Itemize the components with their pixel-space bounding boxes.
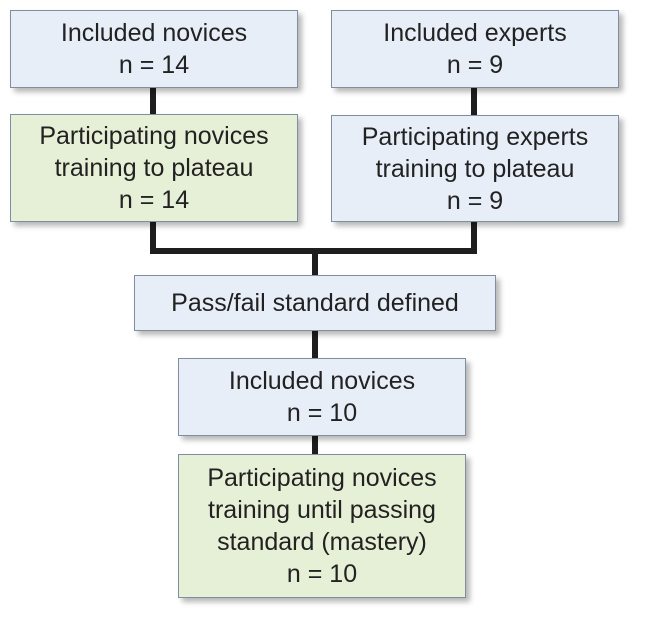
participating-novices-plateau-line2: training to plateau xyxy=(54,154,254,182)
connector-experts-to-plateau xyxy=(471,88,477,115)
connector-passfail-to-included xyxy=(312,331,318,358)
connector-novices-plateau-down xyxy=(150,222,156,254)
connector-novices-to-plateau xyxy=(150,88,156,114)
included-experts-count: n = 9 xyxy=(446,51,504,79)
included-novices-second-title: Included novices xyxy=(228,367,416,395)
participating-novices-plateau-count: n = 14 xyxy=(118,186,190,214)
participating-experts-plateau-line2: training to plateau xyxy=(375,154,575,183)
included-novices-box: Included novices n = 14 xyxy=(10,10,298,88)
included-novices-second-box: Included novices n = 10 xyxy=(178,358,466,436)
participating-novices-mastery-line3: standard (mastery) xyxy=(217,528,427,556)
connector-included-to-mastery xyxy=(312,436,318,454)
participating-experts-plateau-count: n = 9 xyxy=(446,186,504,215)
pass-fail-standard-title: Pass/fail standard defined xyxy=(171,289,459,317)
connector-experts-plateau-down xyxy=(471,222,477,254)
participating-experts-plateau-box: Participating experts training to platea… xyxy=(331,115,619,222)
participating-novices-mastery-line2: training until passing xyxy=(208,496,436,524)
included-novices-second-count: n = 10 xyxy=(286,399,358,427)
connector-merge-to-passfail xyxy=(312,248,318,275)
included-novices-count: n = 14 xyxy=(118,51,190,79)
included-experts-box: Included experts n = 9 xyxy=(331,10,619,88)
participating-novices-plateau-box: Participating novices training to platea… xyxy=(10,114,298,222)
participating-novices-mastery-line1: Participating novices xyxy=(207,464,437,492)
participating-experts-plateau-line1: Participating experts xyxy=(361,122,589,151)
participating-novices-plateau-line1: Participating novices xyxy=(39,122,269,150)
pass-fail-standard-box: Pass/fail standard defined xyxy=(134,275,496,331)
included-experts-title: Included experts xyxy=(383,19,567,47)
included-novices-title: Included novices xyxy=(60,19,248,47)
participating-novices-mastery-count: n = 10 xyxy=(286,560,358,588)
participating-novices-mastery-box: Participating novices training until pas… xyxy=(178,454,466,598)
